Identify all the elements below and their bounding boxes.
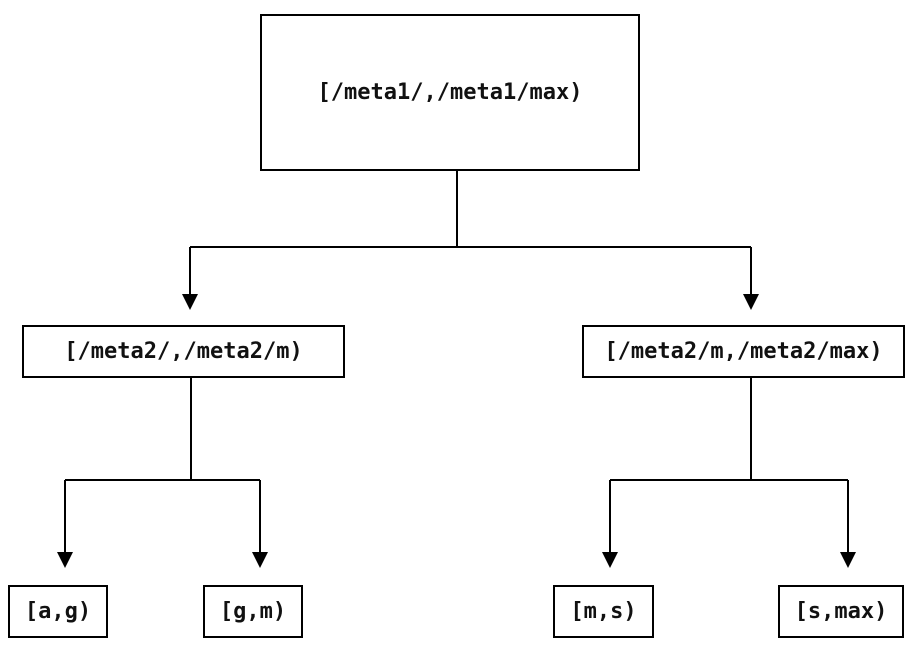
- node-label: [/meta1/,/meta1/max): [317, 80, 583, 105]
- node-label: [s,max): [794, 599, 888, 624]
- node-label: [/meta2/m,/meta2/max): [604, 339, 883, 364]
- node-label: [a,g): [24, 599, 92, 624]
- arrowhead-down-icon: [57, 552, 73, 568]
- arrowhead-down-icon: [840, 552, 856, 568]
- node-label: [g,m): [219, 599, 287, 624]
- node-meta2-lower-range: [/meta2/,/meta2/m): [22, 325, 345, 378]
- node-meta1-range: [/meta1/,/meta1/max): [260, 14, 640, 171]
- leaf-node-s-max: [s,max): [778, 585, 904, 638]
- arrowhead-down-icon: [252, 552, 268, 568]
- node-label: [m,s): [570, 599, 637, 624]
- node-label: [/meta2/,/meta2/m): [64, 339, 303, 364]
- arrowhead-down-icon: [182, 294, 198, 310]
- leaf-node-m-s: [m,s): [553, 585, 654, 638]
- edge-root-to-children: [189, 171, 752, 294]
- edge-left-to-children: [64, 378, 261, 552]
- node-meta2-upper-range: [/meta2/m,/meta2/max): [582, 325, 905, 378]
- leaf-node-a-g: [a,g): [8, 585, 108, 638]
- edge-right-to-children: [609, 378, 849, 552]
- arrowhead-down-icon: [602, 552, 618, 568]
- leaf-node-g-m: [g,m): [203, 585, 303, 638]
- arrowhead-down-icon: [743, 294, 759, 310]
